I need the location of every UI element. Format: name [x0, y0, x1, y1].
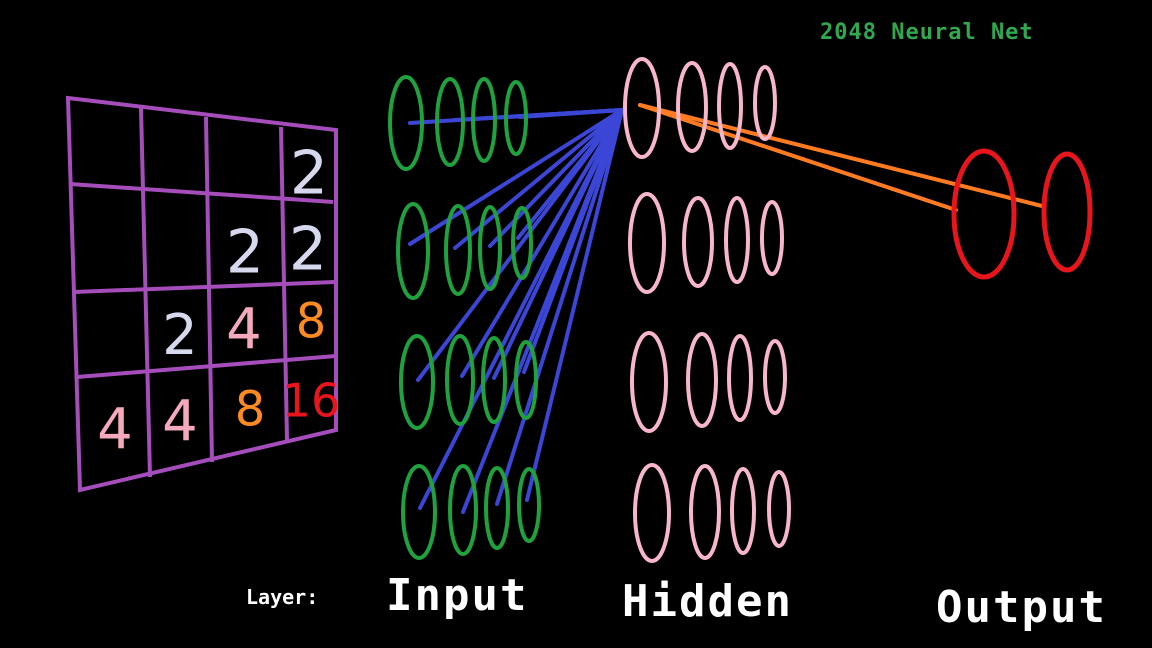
hidden-node — [682, 196, 714, 288]
input-node — [399, 334, 435, 430]
input-node — [444, 204, 472, 296]
input-layer-nodes — [388, 75, 541, 560]
input-hidden-edge — [460, 108, 624, 378]
board-tile-2-2: 4 — [226, 297, 262, 362]
input-node — [504, 80, 528, 156]
input-to-hidden-edges — [408, 108, 624, 514]
board-gridline — [73, 280, 336, 294]
input-hidden-edge — [461, 108, 624, 514]
board-tile-1-3: 2 — [289, 215, 327, 285]
hidden-node — [763, 339, 787, 415]
board-tile-2-3: 8 — [296, 293, 327, 349]
hidden-to-output-edges — [638, 103, 1044, 212]
board-tile-3-3: 16 — [282, 374, 341, 428]
hidden-node — [630, 331, 668, 433]
input-hidden-edge — [495, 108, 624, 506]
input-hidden-edge — [408, 108, 624, 246]
hidden-node — [767, 470, 791, 548]
diagram-title: 2048 Neural Net — [820, 20, 1034, 45]
hidden-output-edge — [638, 103, 958, 212]
hidden-node — [628, 192, 666, 294]
board-tile-3-2: 8 — [235, 381, 266, 437]
board-gridline — [139, 107, 152, 478]
hidden-node — [753, 65, 777, 141]
input-node — [388, 75, 424, 171]
board-tile-3-0: 4 — [97, 397, 133, 462]
input-node — [471, 77, 497, 163]
layer-prefix-label: Layer: — [246, 585, 319, 609]
layer-label-input: Input — [386, 570, 529, 621]
input-node — [396, 202, 430, 300]
input-hidden-edge — [525, 108, 624, 502]
input-hidden-edge — [488, 108, 624, 248]
hidden-node — [724, 196, 750, 284]
output-node — [951, 148, 1017, 280]
input-node — [448, 464, 478, 556]
layer-label-output: Output — [936, 582, 1107, 633]
hidden-layer-nodes — [623, 57, 791, 563]
hidden-node — [633, 463, 671, 563]
input-node — [401, 464, 437, 560]
board-tile-1-2: 2 — [226, 218, 264, 288]
input-node — [478, 205, 502, 291]
hidden-output-edge — [638, 103, 1044, 208]
input-node — [481, 336, 507, 424]
hidden-node — [717, 62, 743, 150]
hidden-node — [730, 467, 756, 555]
input-node — [445, 334, 475, 426]
output-layer-nodes — [951, 148, 1093, 280]
input-node — [511, 206, 533, 280]
input-node — [517, 467, 541, 543]
input-node — [514, 340, 538, 420]
input-hidden-edge — [416, 108, 624, 382]
input-node — [484, 466, 510, 550]
board-tile-3-1: 4 — [162, 389, 198, 454]
hidden-node — [623, 57, 661, 159]
layer-label-hidden: Hidden — [622, 576, 793, 627]
input-node — [435, 77, 465, 167]
board-gridline — [204, 116, 214, 463]
hidden-node — [686, 332, 718, 428]
board-tile-2-1: 2 — [162, 303, 198, 368]
input-hidden-edge — [418, 108, 624, 510]
input-hidden-edge — [518, 108, 624, 119]
board-outline — [65, 95, 338, 493]
board-gridline — [76, 354, 337, 379]
board-tile-0-3: 2 — [290, 139, 328, 209]
hidden-node — [676, 61, 708, 153]
hidden-node — [727, 334, 753, 422]
board-gridline — [69, 182, 334, 204]
hidden-node — [760, 200, 784, 276]
hidden-node — [689, 464, 721, 560]
output-node — [1041, 151, 1093, 273]
